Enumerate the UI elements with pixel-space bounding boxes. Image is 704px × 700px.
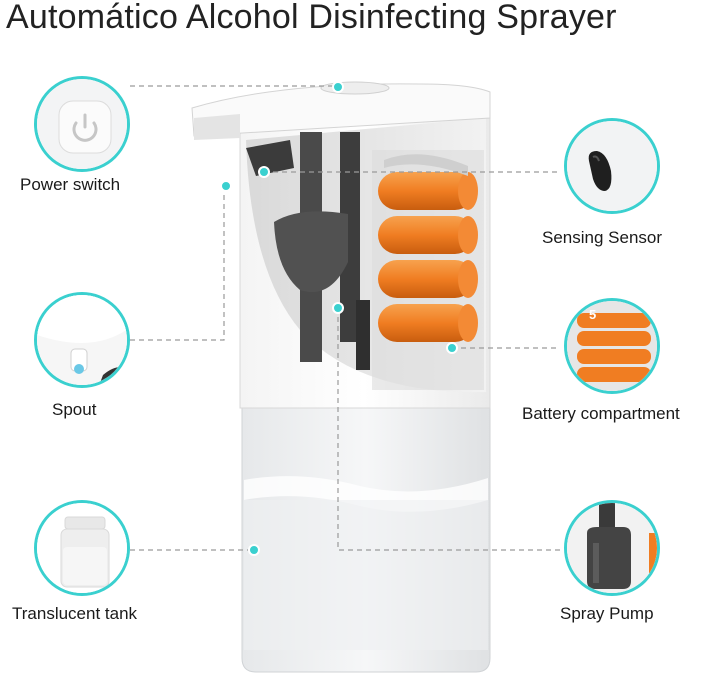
sensing-sensor-detail <box>564 118 660 214</box>
power-switch-detail <box>34 76 130 172</box>
spout-icon <box>70 348 88 374</box>
battery-compartment-label: Battery compartment <box>522 404 680 423</box>
power-icon <box>72 113 98 142</box>
battery-icon <box>577 313 651 382</box>
spray-pump-detail <box>564 500 660 596</box>
battery-compartment-detail: 5 <box>564 298 660 394</box>
translucent-tank-label: Translucent tank <box>12 604 138 623</box>
tank-icon <box>60 516 110 588</box>
spout-detail <box>34 292 130 388</box>
sensor-window <box>588 151 612 191</box>
page-title: Automático Alcohol Disinfecting Sprayer <box>6 0 617 36</box>
battery-marking: 5 <box>589 307 597 322</box>
power-switch-label: Power switch <box>20 175 121 194</box>
top-cap <box>191 81 491 140</box>
pump-icon <box>587 503 631 589</box>
translucent-tank-detail <box>34 500 130 596</box>
translucent-tank <box>241 407 491 673</box>
leader-lines <box>130 85 560 551</box>
pump-mechanism <box>246 132 370 370</box>
sensing-sensor-label: Sensing Sensor <box>542 228 663 247</box>
callout-dots <box>220 81 458 556</box>
battery-stack <box>372 150 484 390</box>
spray-pump-label: Spray Pump <box>560 604 654 623</box>
spout-label: Spout <box>52 400 97 419</box>
